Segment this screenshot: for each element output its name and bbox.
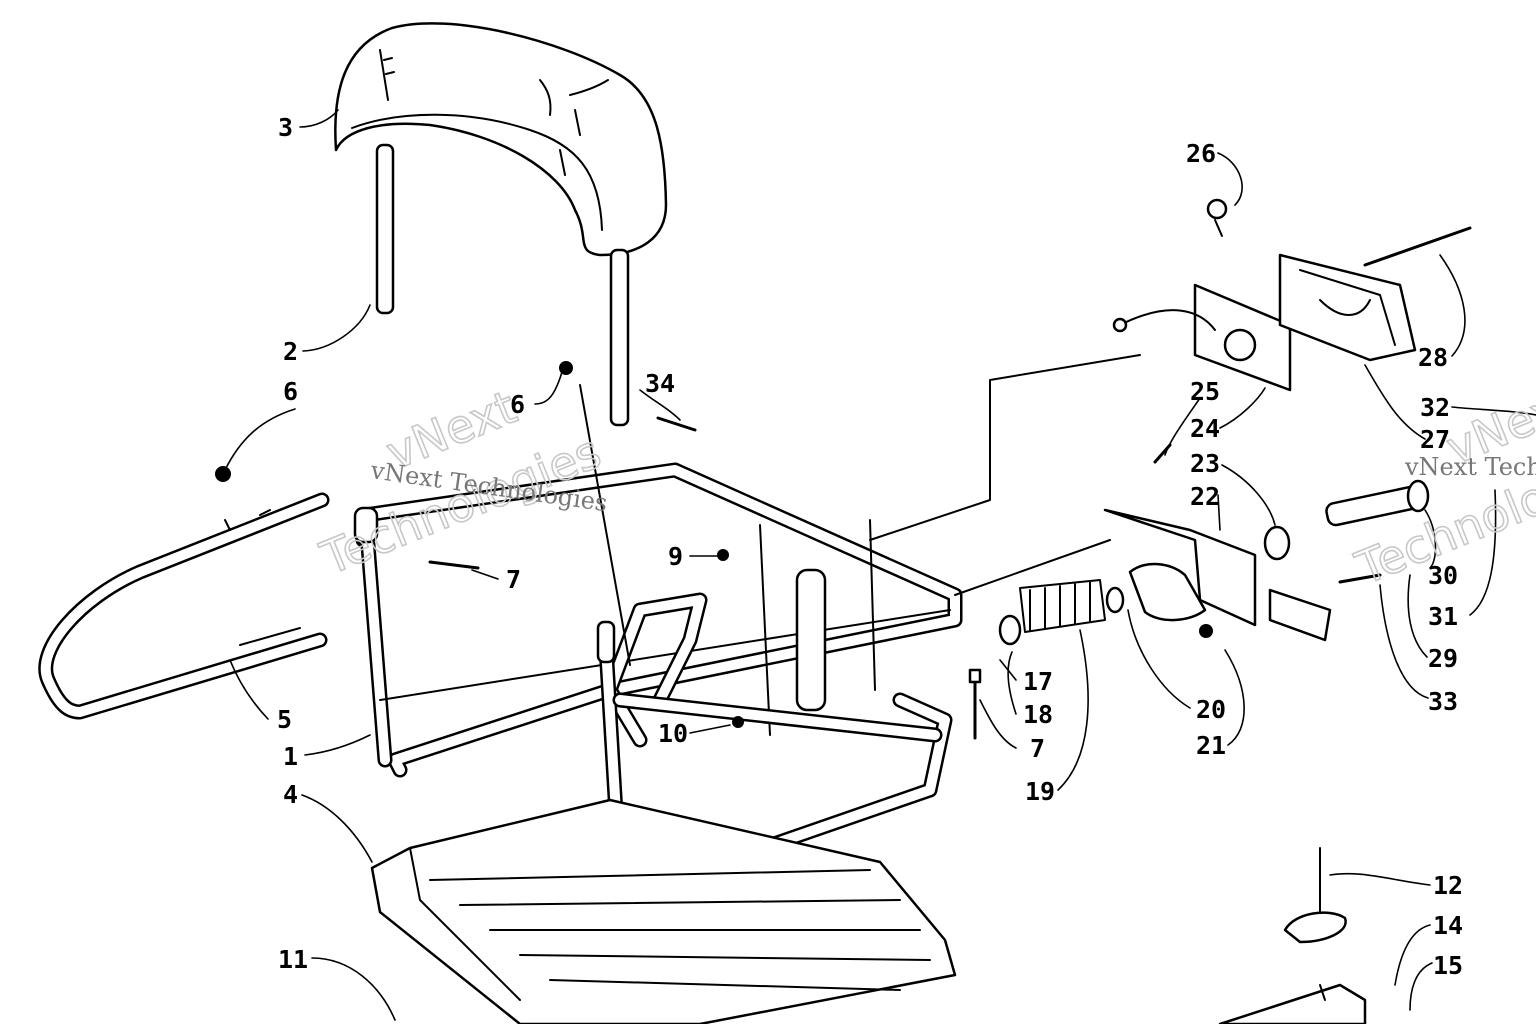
callout-24: 24 — [1190, 414, 1220, 443]
callout-5: 5 — [277, 705, 292, 734]
callout-31: 31 — [1428, 602, 1458, 631]
watermark-caption-right: vNext Technologies — [1404, 453, 1536, 481]
callout-33: 33 — [1428, 687, 1458, 716]
callout-25: 25 — [1190, 377, 1220, 406]
callout-26: 26 — [1186, 139, 1216, 168]
callout-9: 9 — [668, 542, 683, 571]
callout-7-lower: 7 — [1030, 734, 1045, 763]
callout-1: 1 — [283, 742, 298, 771]
callout-19: 19 — [1025, 777, 1055, 806]
callout-22: 22 — [1190, 482, 1220, 511]
hinge-assembly — [998, 443, 1430, 646]
grab-handle — [38, 492, 330, 720]
callout-30: 30 — [1428, 561, 1458, 590]
callout-2: 2 — [283, 337, 298, 366]
harness-lines — [579, 354, 1141, 666]
lower-right-parts — [1218, 847, 1367, 1024]
callout-labels: 3 2 6 6 34 7 9 5 1 4 11 10 17 18 7 19 20… — [277, 113, 1463, 980]
callout-28: 28 — [1418, 343, 1448, 372]
callout-3: 3 — [278, 113, 293, 142]
seat-frame — [353, 462, 963, 778]
callout-34: 34 — [645, 369, 675, 398]
callout-32: 32 — [1420, 393, 1450, 422]
callout-10: 10 — [658, 719, 688, 748]
callout-11: 11 — [278, 945, 308, 974]
watermark: vNext Technologies vNext Technologies vN… — [312, 374, 1536, 596]
callout-18: 18 — [1023, 700, 1053, 729]
callout-15: 15 — [1433, 951, 1463, 980]
callout-20: 20 — [1196, 695, 1226, 724]
backrest-posts — [375, 143, 630, 427]
callout-14: 14 — [1433, 911, 1463, 940]
callout-29: 29 — [1428, 644, 1458, 673]
callout-21: 21 — [1196, 731, 1226, 760]
callout-12: 12 — [1433, 871, 1463, 900]
callout-7-upper: 7 — [506, 565, 521, 594]
callout-6-center: 6 — [510, 390, 525, 419]
callout-23: 23 — [1190, 449, 1220, 478]
callout-4: 4 — [283, 780, 298, 809]
taillight-assembly — [1112, 198, 1472, 392]
callout-17: 17 — [1023, 667, 1053, 696]
callout-27: 27 — [1420, 425, 1450, 454]
fasteners — [215, 361, 982, 740]
seat-pan — [370, 798, 957, 1024]
backrest-pad — [334, 22, 668, 257]
leader-lines — [224, 109, 1536, 1021]
callout-6-left: 6 — [283, 377, 298, 406]
